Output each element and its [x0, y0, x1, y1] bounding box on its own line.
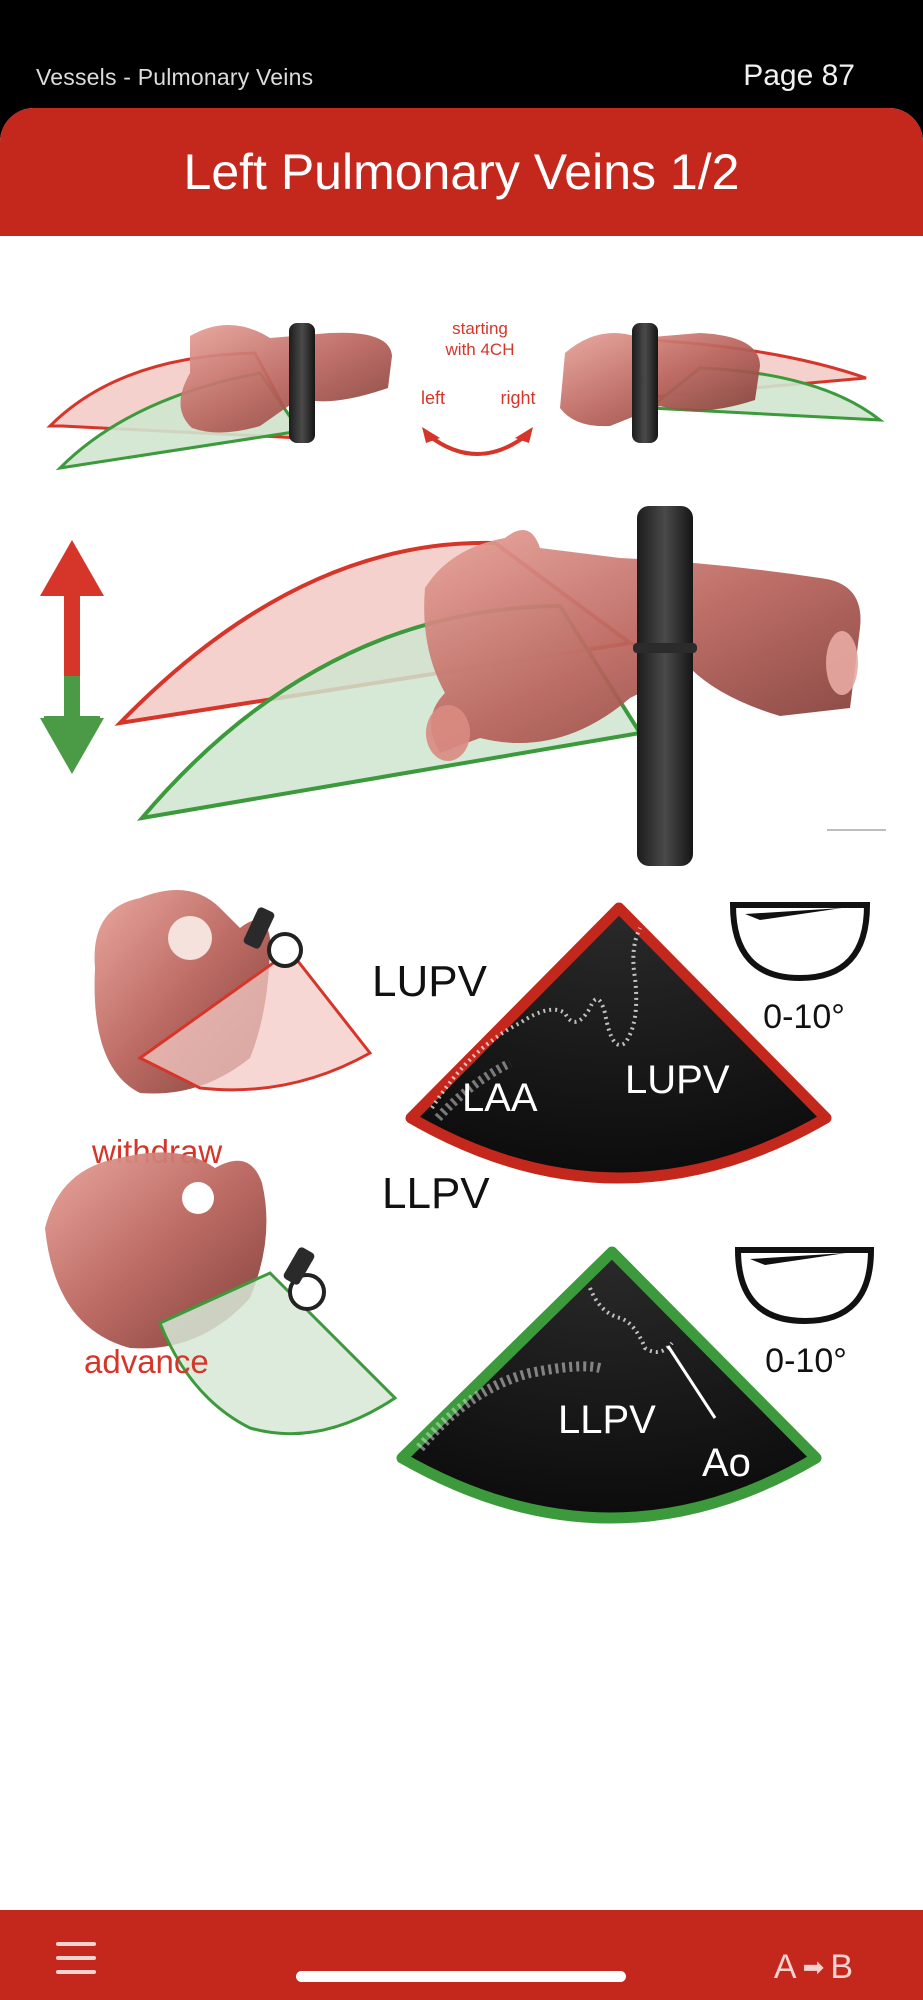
llpv-heart-illustration [45, 1152, 398, 1436]
small-right-veins-diagram [560, 323, 885, 443]
ab-right-label: B [830, 1948, 853, 1986]
caption-line1: starting [452, 319, 508, 338]
page-title: Left Pulmonary Veins 1/2 [183, 144, 740, 200]
probe-icon [632, 323, 658, 443]
title-bar: Left Pulmonary Veins 1/2 [0, 108, 923, 236]
a-to-b-button[interactable]: A ➡ B [774, 1948, 853, 1987]
caption-line2: with 4CH [445, 340, 515, 359]
llpv-echo-view [396, 1246, 822, 1524]
probe-action-advance: advance [84, 1343, 209, 1380]
breadcrumb: Vessels - Pulmonary Veins [36, 64, 314, 90]
probe-icon [637, 506, 693, 866]
illustration-area: starting with 4CH left right [40, 319, 886, 1524]
page-number: Page 87 [743, 59, 855, 92]
angle-label-lupv: 0-10° [763, 998, 845, 1036]
angle-label-llpv: 0-10° [765, 1342, 847, 1380]
echo-label-laa: LAA [462, 1076, 538, 1120]
probe-icon [289, 323, 315, 443]
left-label: left [421, 388, 445, 408]
echo-label-ao: Ao [702, 1441, 751, 1485]
echo-label-llpv: LLPV [558, 1398, 656, 1442]
small-left-veins-diagram [46, 323, 392, 471]
angle-indicator-icon [734, 1247, 875, 1325]
echo-label-lupv: LUPV [625, 1058, 730, 1102]
status-bar: Vessels - Pulmonary Veins Page 87 [0, 0, 923, 108]
view-name-lupv: LUPV [372, 957, 488, 1006]
ab-left-label: A [773, 1948, 797, 1986]
withdraw-advance-arrow-icon [40, 540, 104, 774]
lupv-echo-view [405, 902, 832, 1184]
right-label: right [500, 388, 535, 408]
rotate-arrow-icon [426, 433, 529, 456]
view-name-llpv: LLPV [382, 1169, 490, 1218]
lupv-heart-illustration [94, 890, 373, 1094]
bottom-toolbar: A ➡ B [0, 1910, 923, 2000]
hamburger-menu-icon[interactable] [56, 1942, 96, 1978]
right-arrow-icon: ➡ [802, 1952, 825, 1982]
content-sheet: Left Pulmonary Veins 1/2 [0, 108, 923, 2000]
angle-indicator-icon [729, 902, 871, 982]
large-veins-diagram [114, 506, 861, 866]
home-indicator[interactable] [296, 1971, 626, 1982]
